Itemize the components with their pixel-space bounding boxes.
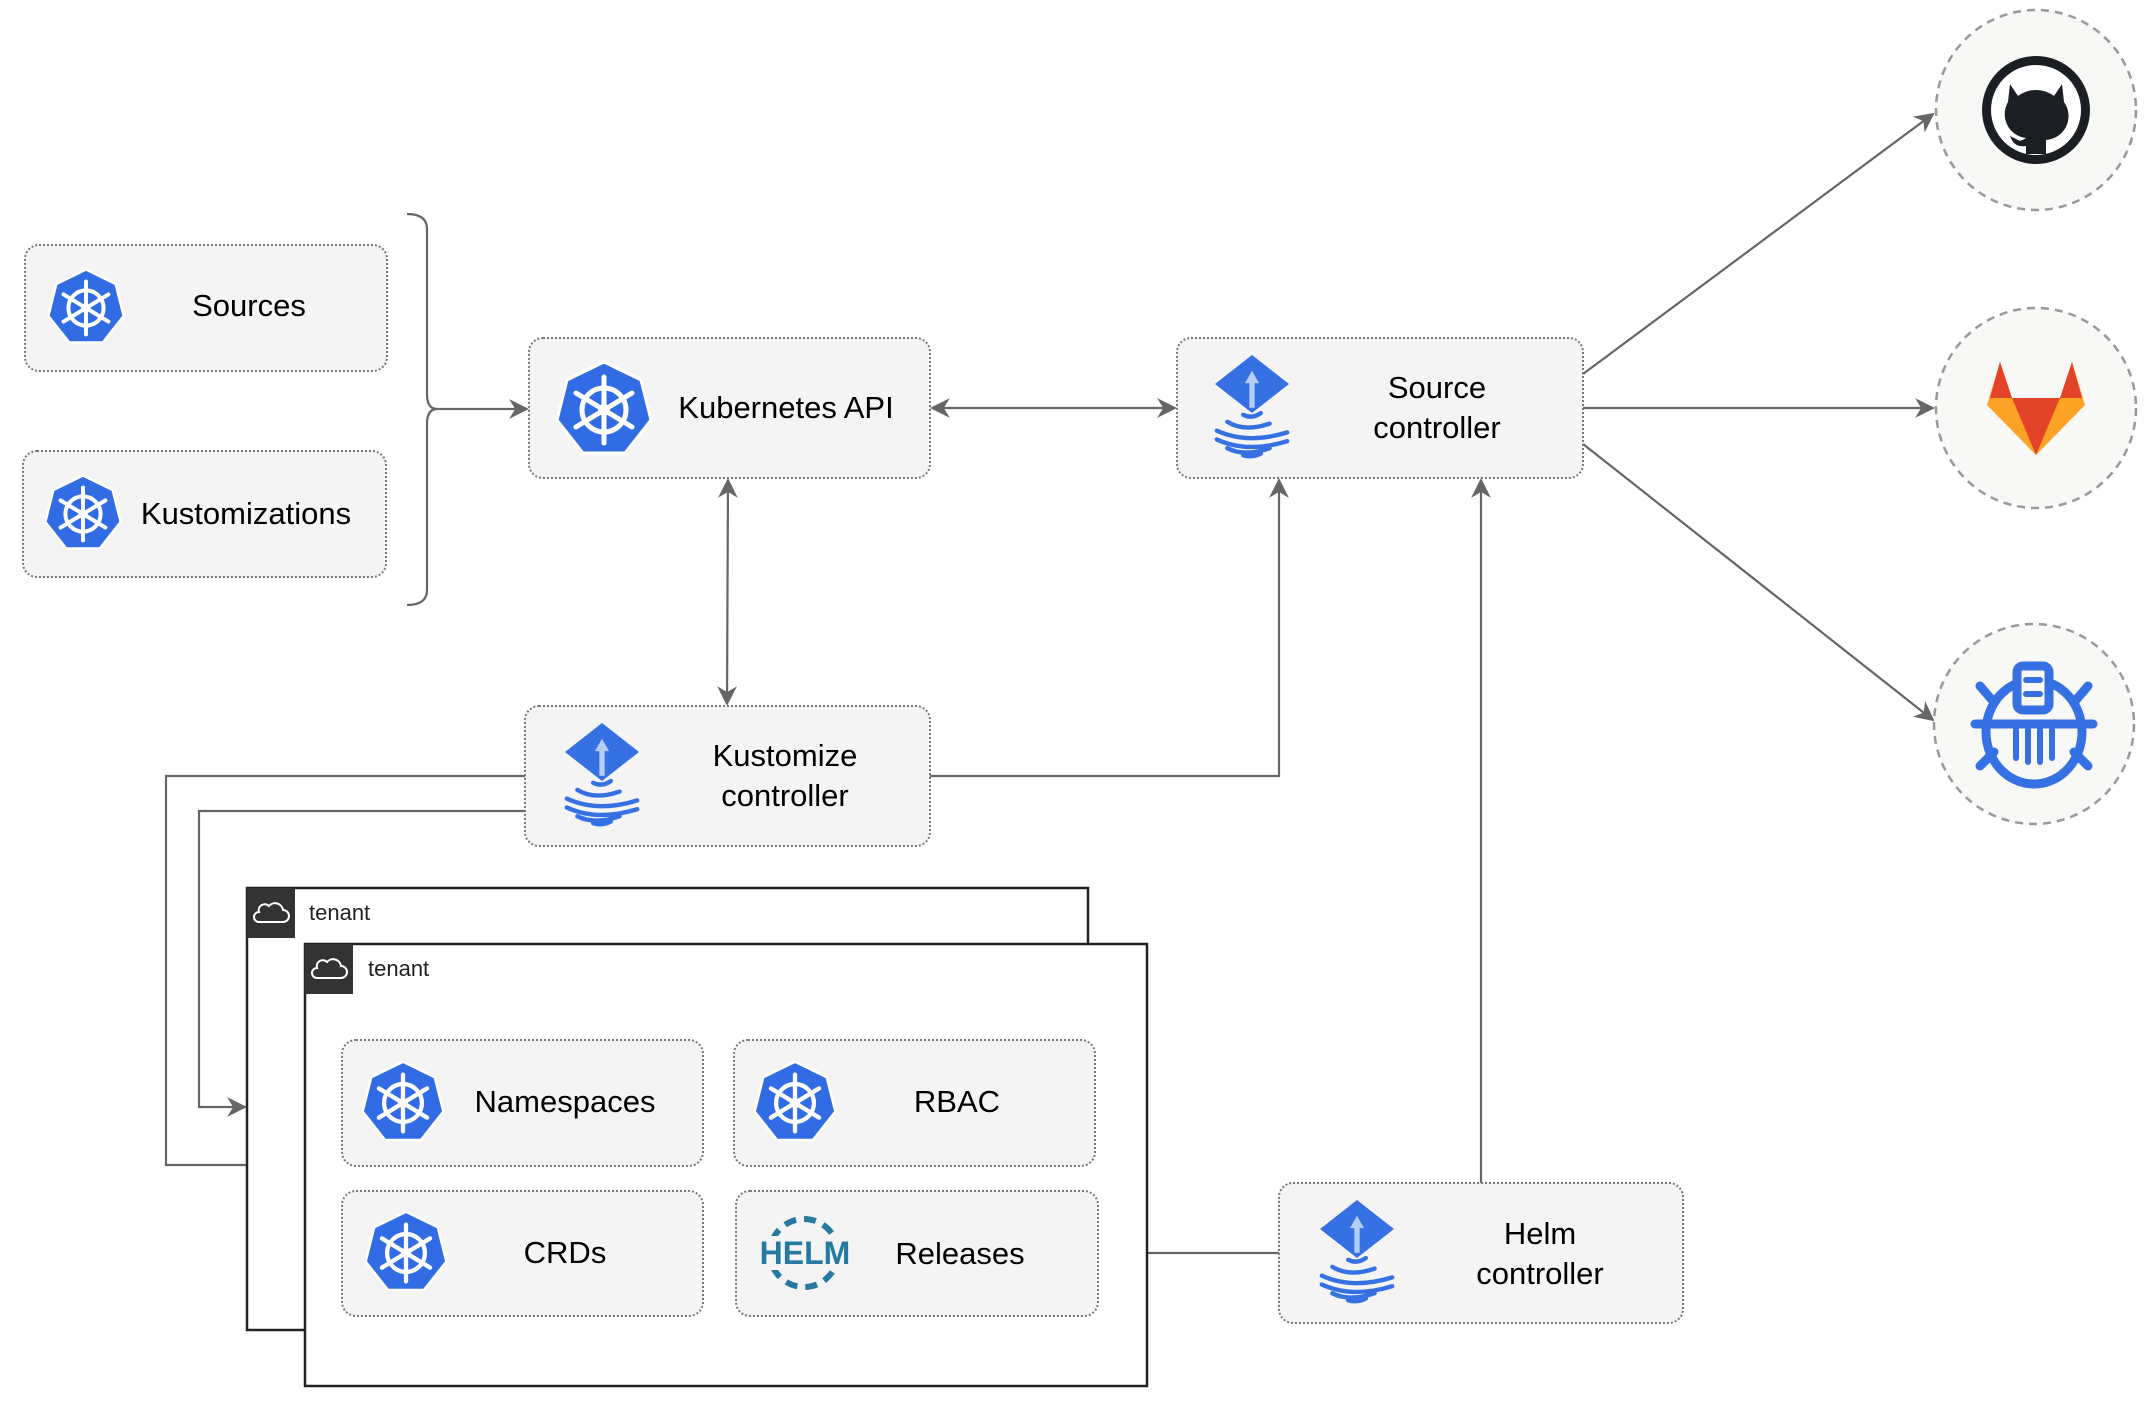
edge-kustomize-to-tenant-front (164, 774, 525, 1175)
cloud-icon (253, 902, 290, 923)
sources-label: Sources (192, 288, 306, 323)
kubernetes-api-node[interactable]: Kubernetes API (528, 337, 931, 479)
releases-label: Releases (895, 1236, 1024, 1271)
github-source[interactable] (1934, 8, 2138, 212)
edge-source-to-bucket (1582, 443, 1935, 722)
kustomizations-label: Kustomizations (141, 496, 351, 531)
namespaces-label: Namespaces (475, 1084, 656, 1119)
crds-label: CRDs (524, 1235, 607, 1270)
rbac-label: RBAC (914, 1084, 1000, 1119)
helm-controller-label-line2: controller (1476, 1256, 1604, 1291)
tenant-label: tenant (368, 956, 429, 981)
edge-kustomize-to-source-controller (930, 478, 1289, 778)
source-controller-label-line1: Source (1388, 370, 1486, 405)
bucket-icon (1970, 661, 2098, 789)
kustomize-controller-label-line2: controller (721, 778, 849, 813)
edge-kubernetes-api-kustomize-controller (717, 478, 738, 706)
kustomize-controller-node[interactable]: Kustomize controller (524, 705, 931, 847)
kustomize-controller-label-line1: Kustomize (713, 738, 858, 773)
source-controller-node[interactable]: Source controller (1176, 337, 1584, 479)
rbac-node[interactable]: RBAC (733, 1039, 1096, 1167)
edge-source-to-github (1582, 112, 1935, 375)
helm-controller-label-line1: Helm (1504, 1216, 1576, 1251)
kubernetes-api-label: Kubernetes API (678, 390, 893, 425)
gitlab-icon (1987, 362, 2085, 455)
namespaces-node[interactable]: Namespaces (341, 1039, 704, 1167)
crds-node[interactable]: CRDs (341, 1190, 704, 1317)
helm-logo-text: HELM (760, 1235, 851, 1271)
brace (406, 212, 438, 607)
edge-kustomize-to-tenant-back (197, 809, 525, 1117)
source-controller-label-line2: controller (1373, 410, 1501, 445)
bucket-source[interactable] (1932, 622, 2136, 826)
releases-node[interactable]: HELM Releases (735, 1190, 1099, 1317)
gitlab-source[interactable] (1934, 306, 2138, 510)
helm-controller-node[interactable]: Helm controller (1278, 1182, 1684, 1324)
kustomizations-node[interactable]: Kustomizations (22, 450, 387, 578)
tenant-label: tenant (309, 900, 370, 925)
sources-node[interactable]: Sources (24, 244, 388, 372)
github-icon (1982, 56, 2090, 164)
helm-icon: HELM (760, 1216, 851, 1290)
cloud-icon (311, 958, 348, 979)
